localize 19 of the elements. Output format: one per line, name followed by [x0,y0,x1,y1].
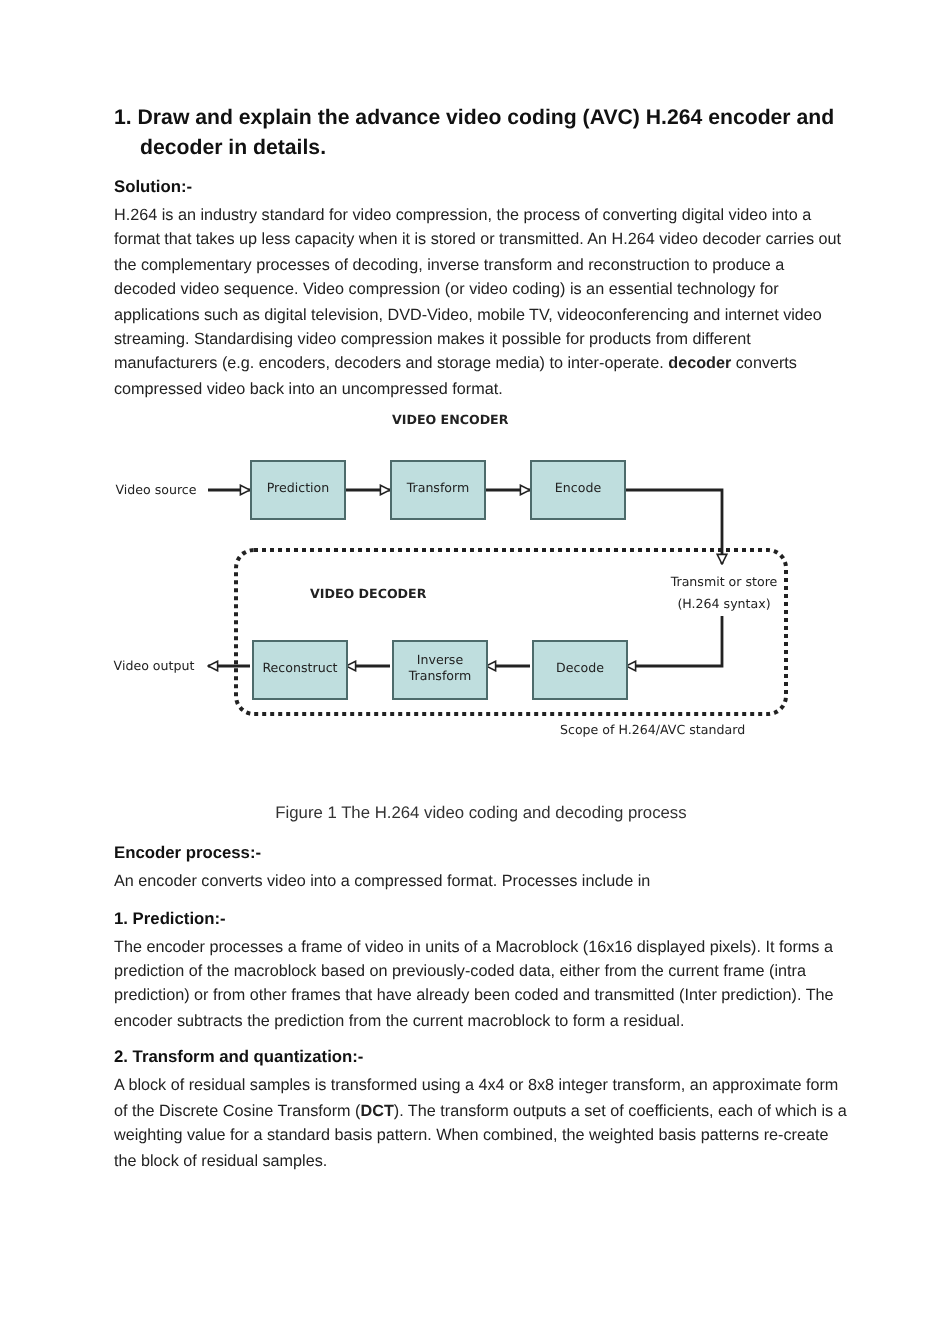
arrow [625,616,724,673]
section-heading: Solution:- [114,176,195,196]
question-heading: 1. Draw and explain the advance video coding (AVC) H.264 encoder and decoder in details. [114,104,837,164]
paragraph: An encoder converts video into a compressed format. Processes include in [114,870,653,895]
arrow [485,660,530,673]
arrow [346,484,391,497]
paragraph: The encoder processes a frame of video in units of a Macroblock (16x16 displayed pixels). It forms a prediction of the macroblock based on previously-coded data, either from the current frame (intra prediction) or from other frames that have already been coded and transmitted (Inter prediction). The encoder subtracts the prediction from the current macroblock to form a residual. [114,935,836,1034]
scope-boundary [234,548,788,717]
paragraph: H.264 is an industry standard for video compression, the process of converting digital video into a format that takes up less capacity when it is stored or transmitted. An H.264 video decoder carries out the complementary processes of decoding, inverse transform and reconstruction to produce a decoded video sequence. Video compression (or video coding) is an essential technology for applications such as digital television, DVD-Video, mobile TV, videoconferencing and internet video streaming. Standardising video compression makes it possible for products from different manufacturers (e.g. encoders, decoders and storage media) to inter-operate. decoder converts compressed video back into an uncompressed format. [114,204,843,402]
arrow [207,660,250,673]
section-heading: Encoder process:- [114,842,264,863]
section-heading: 1. Prediction:- [114,907,228,928]
arrow [626,489,728,566]
paragraph: A block of residual samples is transformed using a 4x4 or 8x8 integer transform, an approximate form of the Discrete Cosine Transform (DCT). The transform outputs a set of coefficients, each of which is a weighting value for a standard basis pattern. When combined, the weighted basis patterns re-create the block of residual samples. [114,1074,848,1174]
figure-caption: Figure 1 The H.264 video coding and decoding process [273,802,689,823]
arrow [345,660,390,673]
arrow [208,484,251,497]
section-heading: 2. Transform and quantization:- [114,1046,366,1067]
arrow [486,484,531,497]
